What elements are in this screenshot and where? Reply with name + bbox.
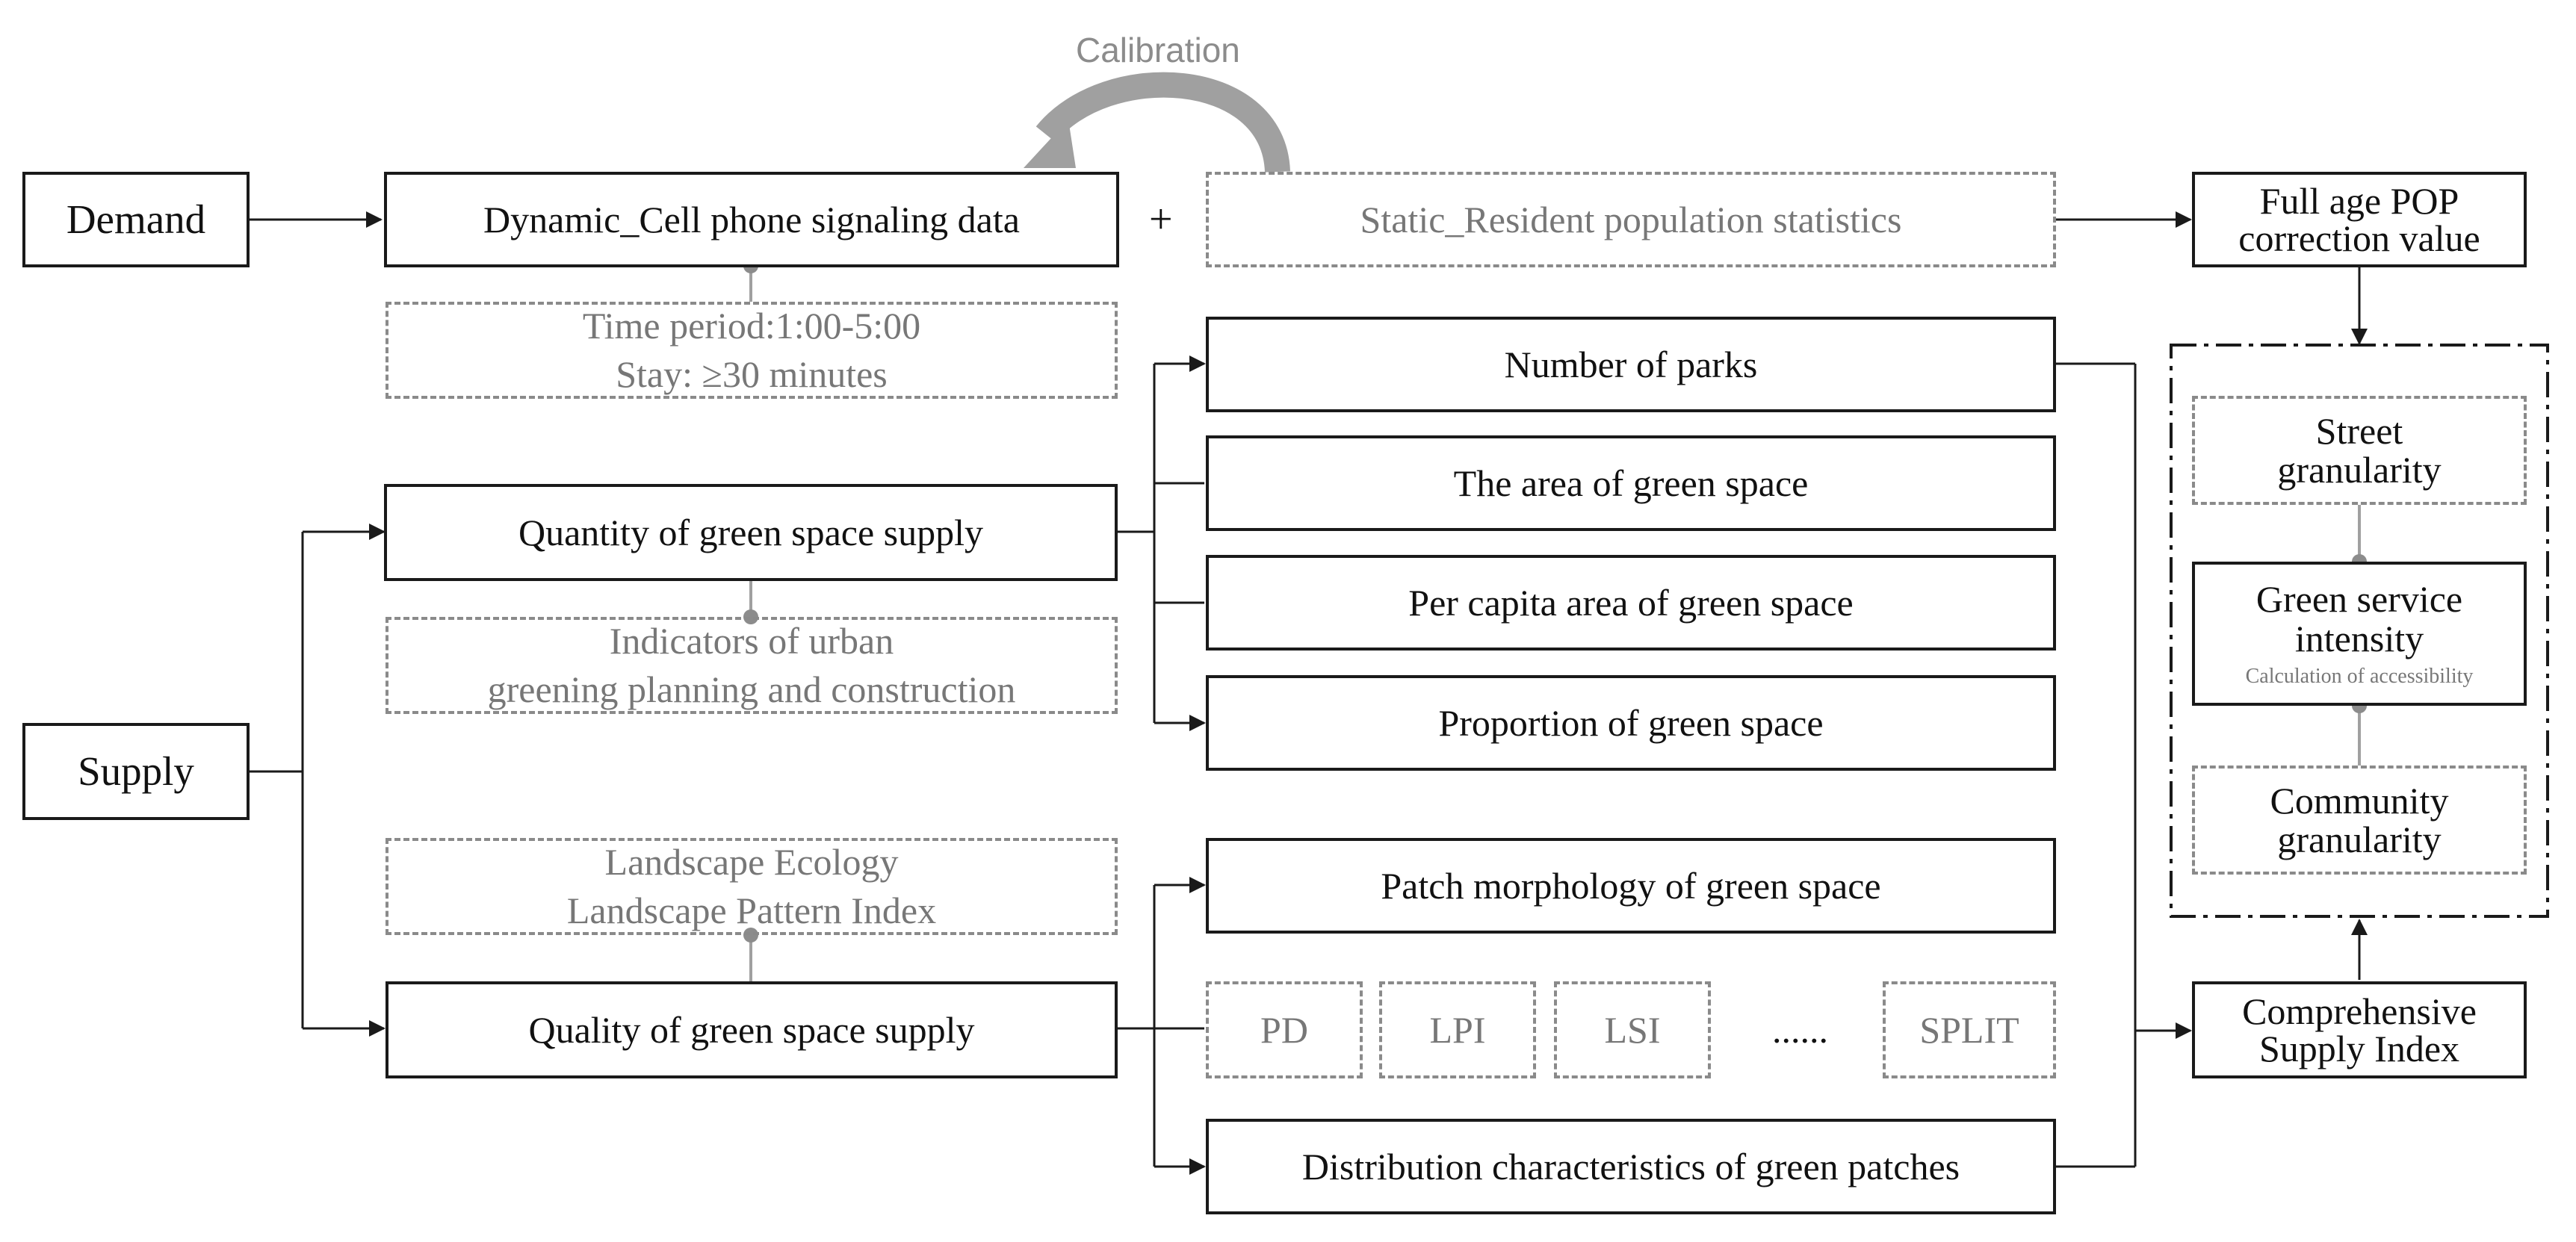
metric-lpi: LPI bbox=[1379, 981, 1536, 1078]
street-line1: Street bbox=[2315, 409, 2403, 452]
time-period-note: Time period:1:00-5:00 Stay: ≥30 minutes bbox=[386, 302, 1118, 399]
gsi-line2: intensity bbox=[2294, 617, 2424, 659]
time-period-text: Time period:1:00-5:00 bbox=[582, 305, 921, 347]
green-service-intensity-box: Green service intensity Calculation of a… bbox=[2192, 562, 2527, 706]
quality-box: Quality of green space supply bbox=[386, 981, 1118, 1078]
csi-line1: Comprehensive bbox=[2242, 990, 2477, 1032]
static-data-box: Static_Resident population statistics bbox=[1206, 172, 2056, 267]
calibration-label: Calibration bbox=[1076, 31, 1240, 69]
indicator-proportion: Proportion of green space bbox=[1206, 675, 2056, 771]
community-line2: granularity bbox=[2277, 819, 2442, 860]
csi-box: Comprehensive Supply Index bbox=[2192, 981, 2527, 1078]
result-frame bbox=[2170, 344, 2549, 918]
calibration-arrowhead bbox=[1024, 119, 1076, 168]
indicator-number-of-parks: Number of parks bbox=[1206, 317, 2056, 412]
metric-lsi: LSI bbox=[1554, 981, 1711, 1078]
metric-split: SPLIT bbox=[1883, 981, 2056, 1078]
quality-note-line1: Landscape Ecology bbox=[604, 841, 899, 883]
gsi-sub: Calculation of accessibility bbox=[2245, 665, 2474, 689]
demand-box: Demand bbox=[22, 172, 250, 267]
quality-note: Landscape Ecology Landscape Pattern Inde… bbox=[386, 838, 1118, 935]
metric-ellipsis: ...... bbox=[1772, 1009, 1828, 1051]
gsi-line1: Green service bbox=[2255, 578, 2463, 621]
patch-morphology-box: Patch morphology of green space bbox=[1206, 838, 2056, 934]
quantity-note-line1: Indicators of urban bbox=[609, 620, 894, 662]
community-line1: Community bbox=[2270, 779, 2449, 822]
quality-note-line2: Landscape Pattern Index bbox=[566, 889, 937, 931]
quantity-note: Indicators of urban greening planning an… bbox=[386, 617, 1118, 714]
indicator-area: The area of green space bbox=[1206, 435, 2056, 531]
pop-line1: Full age POP bbox=[2259, 180, 2459, 222]
dynamic-data-box: Dynamic_Cell phone signaling data bbox=[384, 172, 1119, 267]
pop-line2: correction value bbox=[2238, 217, 2480, 259]
quantity-box: Quantity of green space supply bbox=[384, 484, 1118, 581]
calibration-arrow bbox=[1035, 72, 1290, 173]
quantity-note-line2: greening planning and construction bbox=[487, 668, 1016, 710]
stay-text: Stay: ≥30 minutes bbox=[616, 353, 888, 395]
distribution-box: Distribution characteristics of green pa… bbox=[1206, 1119, 2056, 1214]
pop-correction-box: Full age POP correction value bbox=[2192, 172, 2527, 267]
supply-box: Supply bbox=[22, 723, 250, 820]
plus-sign: + bbox=[1149, 196, 1173, 243]
street-line2: granularity bbox=[2277, 449, 2442, 491]
indicator-per-capita: Per capita area of green space bbox=[1206, 555, 2056, 651]
community-granularity-box: Community granularity bbox=[2192, 766, 2527, 875]
metric-pd: PD bbox=[1206, 981, 1363, 1078]
csi-line2: Supply Index bbox=[2258, 1028, 2460, 1069]
street-granularity-box: Street granularity bbox=[2192, 396, 2527, 505]
